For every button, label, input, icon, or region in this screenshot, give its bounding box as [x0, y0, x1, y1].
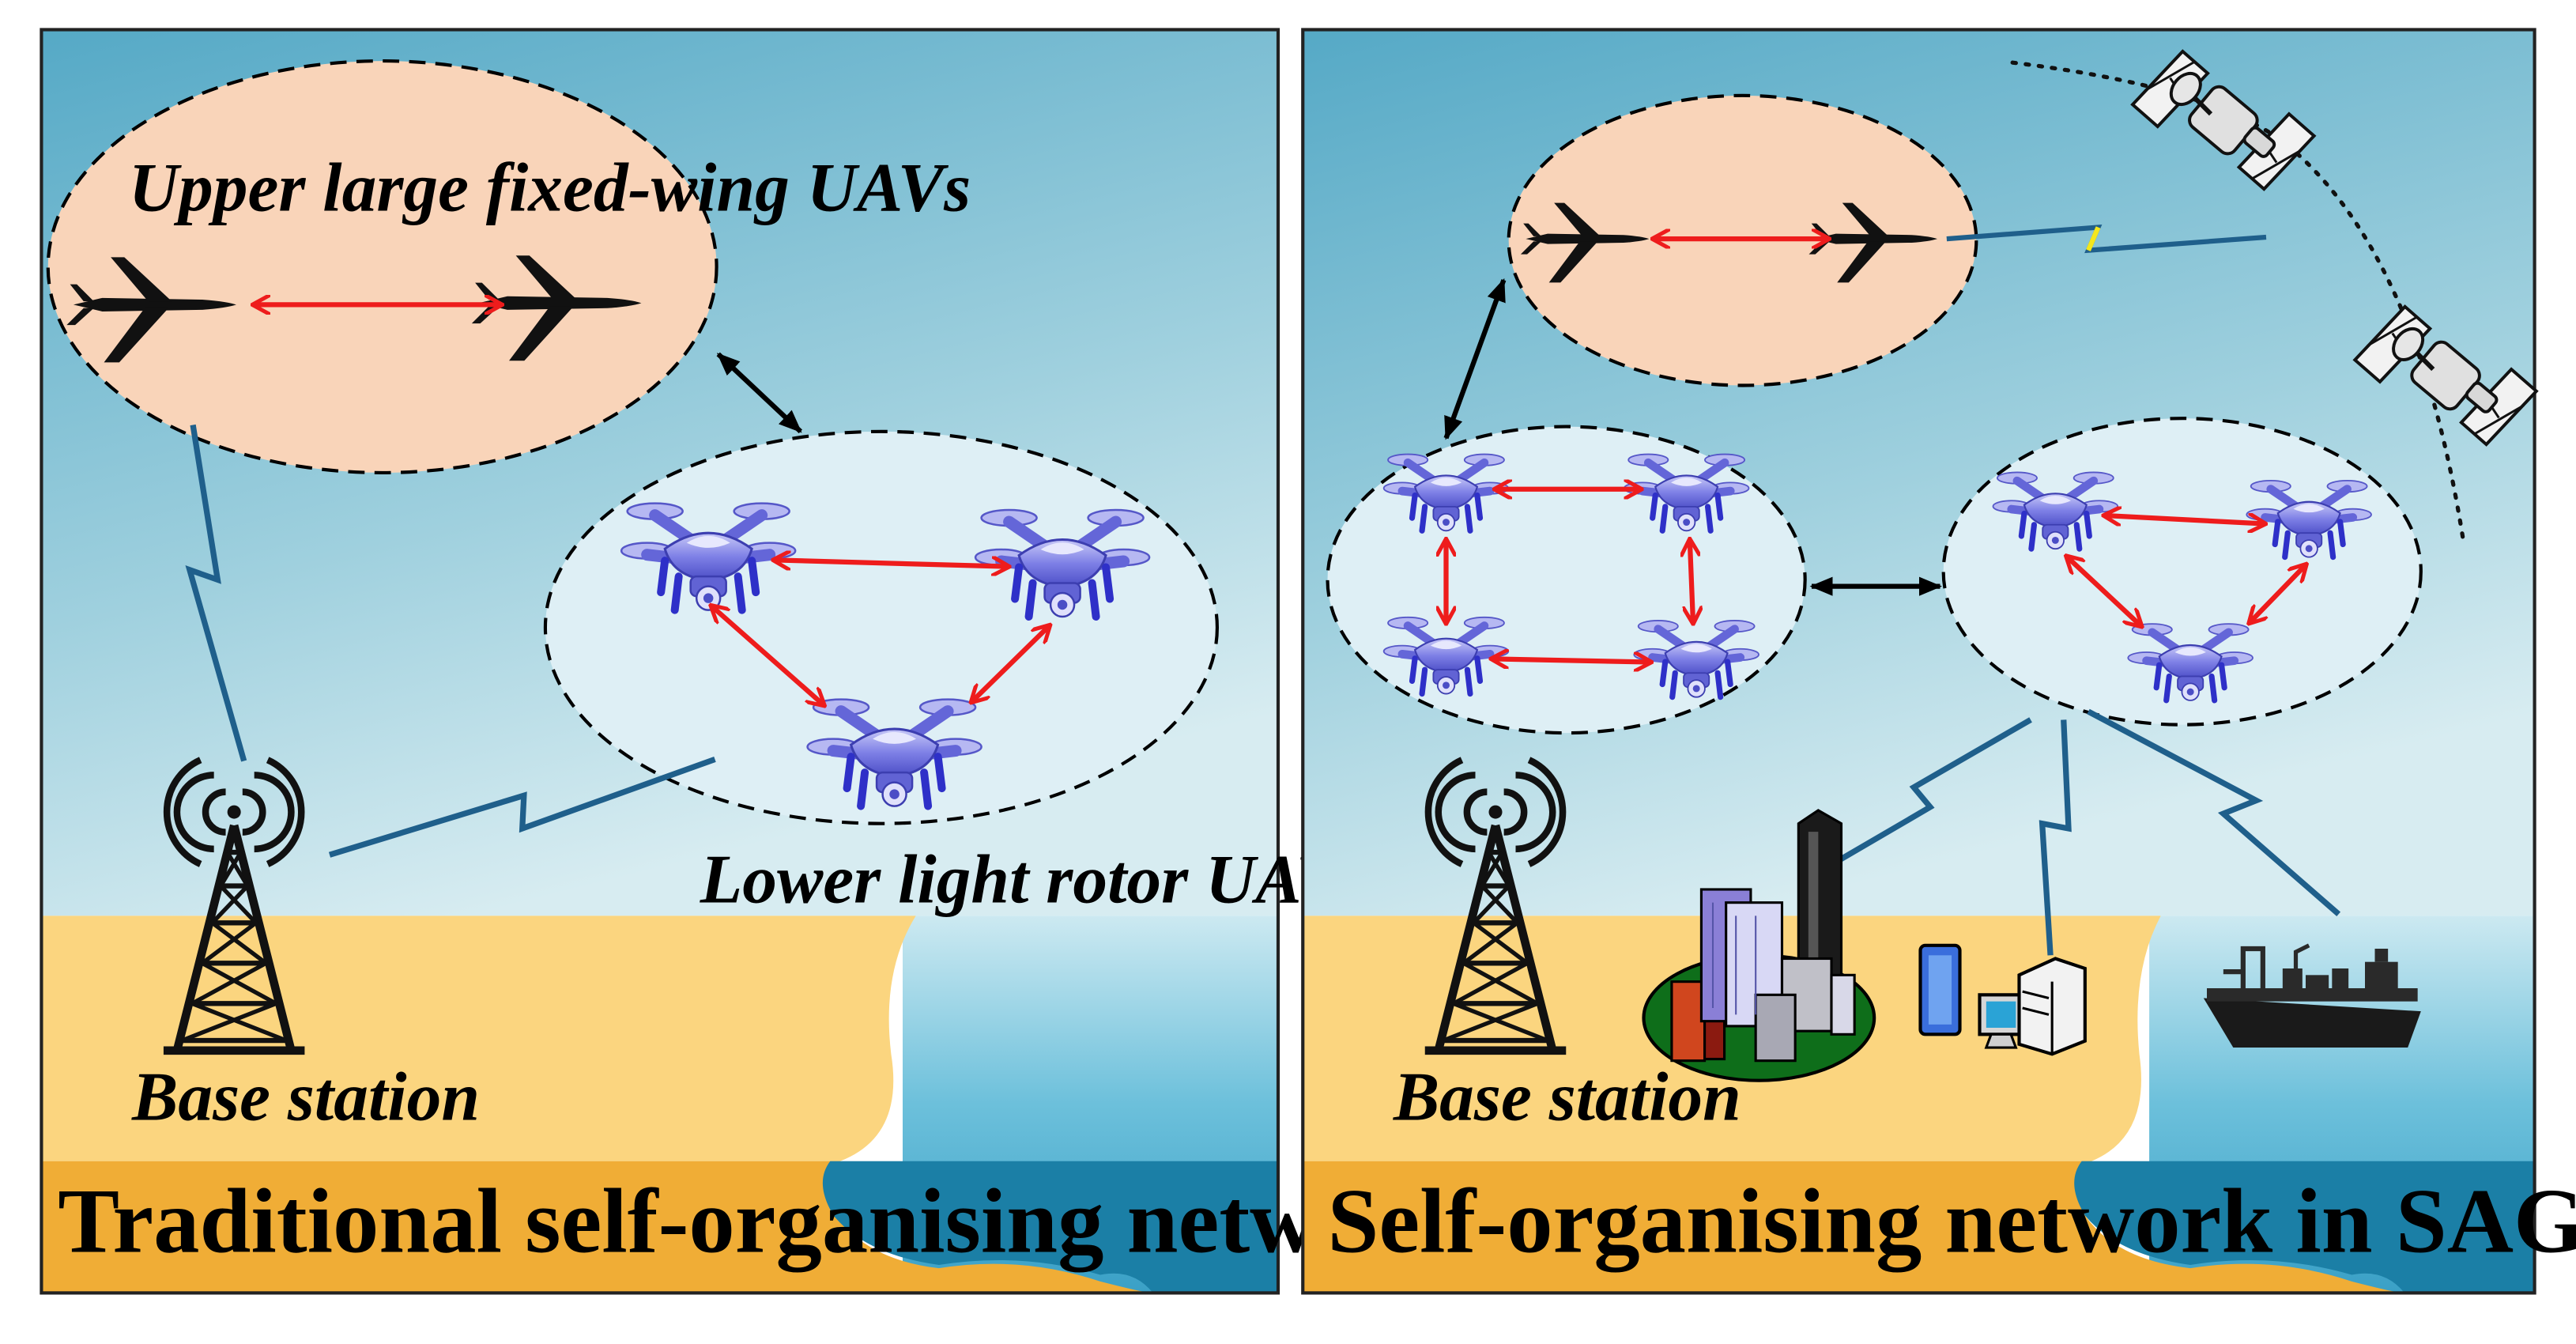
- wireless-link-highlight: [2086, 226, 2101, 251]
- uav-link: [1492, 659, 1650, 662]
- beach-sand: [41, 916, 916, 1161]
- panel-caption: Traditional self-organising network: [58, 1170, 1454, 1272]
- wireless-link: [2087, 708, 2341, 916]
- uav-link: [775, 560, 1009, 566]
- wireless-link: [328, 756, 716, 858]
- layer-link: [716, 352, 802, 434]
- beach-sand-dark: [1303, 1161, 2404, 1293]
- deep-sea: [822, 1161, 1278, 1293]
- rotor-uav-layer: [543, 429, 1219, 825]
- base-station-label: Base station: [1393, 1059, 1741, 1135]
- terminal-icon: [1918, 943, 2087, 1056]
- uav-link: [2250, 565, 2306, 623]
- wireless-link: [2039, 719, 2072, 956]
- left-panel: Upper large fixed-wing UAVs Lower light …: [40, 28, 1455, 1295]
- wireless-link: [1810, 717, 2032, 879]
- uav-link: [972, 626, 1050, 702]
- right-panel: Base station Self-organising network in …: [1301, 28, 2576, 1295]
- base-station-label: Base station: [131, 1059, 480, 1135]
- panel-border: [1301, 28, 2536, 1295]
- panel-caption: Self-organising network in SAGIN: [1328, 1170, 2576, 1272]
- panel-border: [40, 28, 1280, 1295]
- city-icon: [1642, 809, 1876, 1082]
- wireless-link: [185, 424, 247, 762]
- layer-link: [1443, 277, 1507, 440]
- uav-link: [2105, 515, 2265, 523]
- rotor-uav-cluster: [1326, 425, 1807, 735]
- uav-link: [711, 606, 824, 705]
- fixed-wing-uav-layer: [46, 59, 718, 474]
- uav-link: [2067, 557, 2141, 626]
- upper-layer-label: Upper large fixed-wing UAVs: [129, 149, 971, 226]
- uav-link: [1690, 540, 1693, 622]
- beach-sand-dark: [41, 1161, 1153, 1293]
- ship-icon: [2203, 943, 2421, 1048]
- deep-sea: [2074, 1161, 2535, 1293]
- lower-layer-label: Lower light rotor UAVs: [700, 841, 1370, 918]
